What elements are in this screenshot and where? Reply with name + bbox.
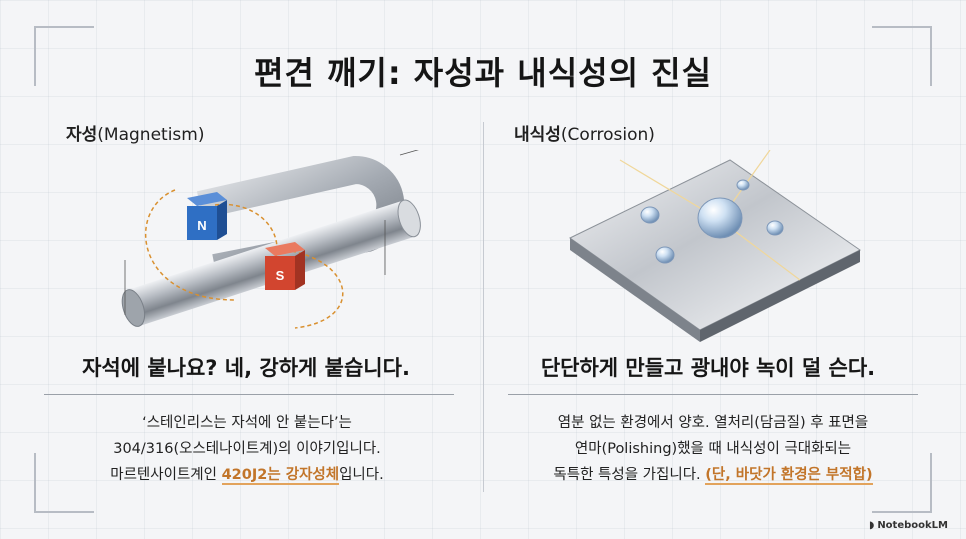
corrosion-column: 내식성(Corrosion) (514, 120, 914, 145)
magnet-illustration: N S (121, 150, 421, 329)
brand-watermark: ◗NotebookLM (869, 520, 948, 531)
corrosion-desc-line: 염분 없는 환경에서 양호. 열처리(담금질) 후 표면을 (557, 415, 869, 431)
magnetism-label: 자성(Magnetism) (66, 120, 466, 145)
column-divider (483, 122, 484, 492)
page-title: 편견 깨기: 자성과 내식성의 진실 (253, 54, 713, 92)
magnetism-desc-text: 입니다. (339, 467, 384, 483)
magnetism-headline: 자석에 붙나요? 네, 강하게 붙습니다. (82, 356, 410, 380)
magnetism-label-en: (Magnetism) (97, 125, 205, 145)
magnetism-desc-line: 마르텐사이트계인 420J2는 강자성체입니다. (32, 462, 462, 488)
corrosion-label: 내식성(Corrosion) (514, 120, 914, 145)
corner-bracket (34, 453, 94, 513)
corrosion-desc-line: 독특한 특성을 가집니다. (단, 바닷가 환경은 부적합) (498, 462, 928, 488)
magnetism-label-ko: 자성 (66, 125, 98, 145)
magnetism-rule (44, 394, 454, 395)
corrosion-desc-text: 독특한 특성을 가집니다. (553, 467, 706, 483)
magnetism-desc-line: ‘스테인리스는 자석에 안 붙는다’는 (142, 415, 352, 431)
corrosion-desc-line: 연마(Polishing)했을 때 내식성이 극대화되는 (574, 441, 852, 457)
corner-bracket (872, 26, 932, 86)
corrosion-highlight: (단, 바닷가 환경은 부적합) (705, 467, 873, 485)
n-pole-label: N (197, 218, 206, 233)
magnetism-highlight: 420J2는 강자성체 (221, 467, 340, 485)
brand-name: NotebookLM (877, 520, 948, 531)
magnetism-description: ‘스테인리스는 자석에 안 붙는다’는 304/316(오스테나이트계)의 이야… (32, 410, 462, 488)
magnetism-desc-text: 마르텐사이트계인 (110, 467, 222, 483)
notebooklm-logo-icon: ◗ (869, 520, 875, 531)
corrosion-description: 염분 없는 환경에서 양호. 열처리(담금질) 후 표면을 연마(Polishi… (498, 410, 928, 488)
corner-bracket (34, 26, 94, 86)
steel-plate-illustration (569, 150, 861, 342)
corner-bracket (872, 453, 932, 513)
corrosion-label-ko: 내식성 (514, 125, 561, 145)
corrosion-headline: 단단하게 만들고 광내야 녹이 덜 슨다. (540, 356, 876, 380)
magnetism-column: 자성(Magnetism) (66, 120, 466, 145)
corrosion-rule (508, 394, 918, 395)
magnet-s-pole: S (265, 242, 305, 290)
magnetism-desc-line: 304/316(오스테나이트계)의 이야기입니다. (113, 441, 381, 457)
s-pole-label: S (276, 268, 285, 283)
corrosion-label-en: (Corrosion) (560, 125, 655, 145)
magnet-n-pole: N (187, 192, 227, 240)
